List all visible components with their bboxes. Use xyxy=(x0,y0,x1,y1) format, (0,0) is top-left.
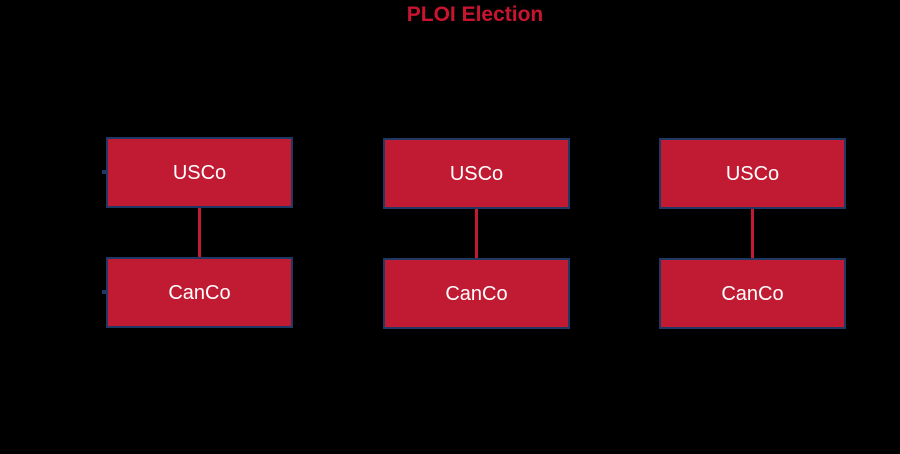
ownership-connector-1 xyxy=(198,208,201,257)
usco-box-1: USCo xyxy=(106,137,293,208)
usco-label-3: USCo xyxy=(725,162,780,185)
usco-label-2: USCo xyxy=(449,162,504,185)
entity-group-2: USCo CanCo xyxy=(383,138,570,329)
left-connector-stub-canco-1 xyxy=(102,290,106,294)
canco-label-2: CanCo xyxy=(445,282,508,305)
canco-box-2: CanCo xyxy=(383,258,570,329)
usco-box-3: USCo xyxy=(659,138,846,209)
canco-box-3: CanCo xyxy=(659,258,846,329)
canco-label-3: CanCo xyxy=(721,282,784,305)
canco-label-1: CanCo xyxy=(168,281,231,304)
diagram-title: PLOI Election xyxy=(406,3,544,26)
left-connector-stub-usco-1 xyxy=(102,170,106,174)
entity-group-3: USCo CanCo xyxy=(659,138,846,329)
ownership-connector-2 xyxy=(475,209,478,258)
entity-group-1: USCo CanCo xyxy=(102,137,293,328)
usco-box-2: USCo xyxy=(383,138,570,209)
ownership-connector-3 xyxy=(751,209,754,258)
canco-box-1: CanCo xyxy=(106,257,293,328)
usco-label-1: USCo xyxy=(172,161,227,184)
